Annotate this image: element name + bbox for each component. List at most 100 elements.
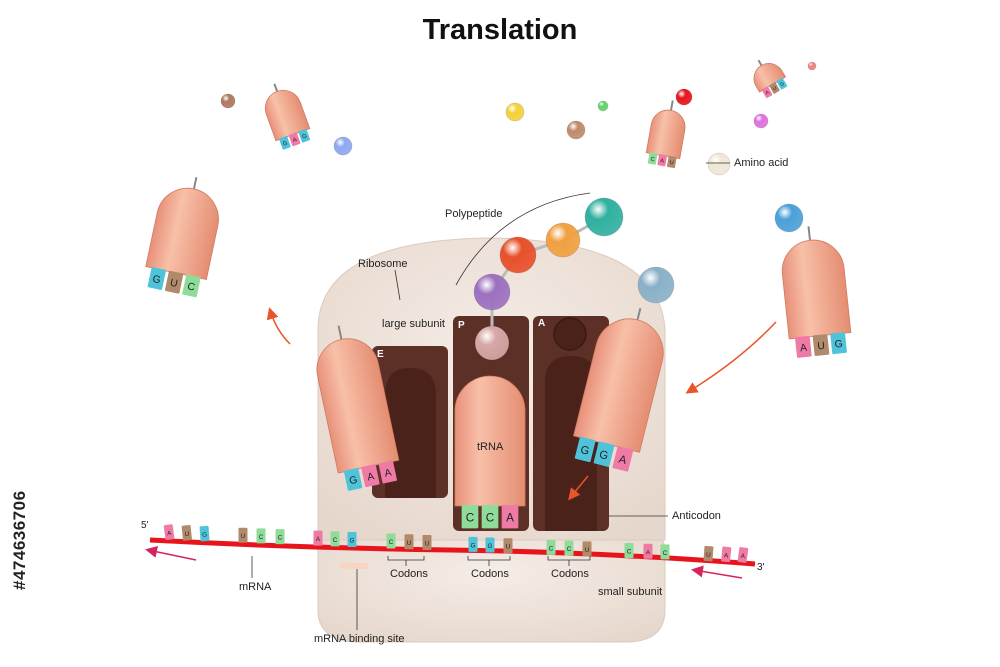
svg-text:C: C xyxy=(389,539,394,546)
codons-label-2: Codons xyxy=(471,568,509,580)
mrna-base: A xyxy=(643,543,653,559)
mrna-binding-site xyxy=(340,563,368,569)
svg-text:C: C xyxy=(627,549,632,556)
anticodon-base: A xyxy=(288,132,301,147)
anticodon-base: A xyxy=(501,505,519,529)
mrna-base: G xyxy=(347,532,357,548)
mrna-base: G xyxy=(199,525,210,542)
anticodon-base: A xyxy=(761,86,773,99)
anticodon-base: G xyxy=(343,467,363,491)
svg-text:G: G xyxy=(301,133,308,140)
anticodon-base: C xyxy=(182,274,201,298)
movement-arrow xyxy=(691,565,743,579)
mrna-base: C xyxy=(624,543,634,559)
svg-text:U: U xyxy=(772,85,778,92)
amino-acid-sphere xyxy=(637,266,675,304)
amino-acid-sphere xyxy=(597,100,609,112)
amino-acid-sphere xyxy=(807,61,817,71)
amino-acid-sphere xyxy=(505,102,525,122)
mrna-base: C xyxy=(256,528,266,544)
site-e-label: E xyxy=(377,349,384,360)
svg-text:G: G xyxy=(350,538,355,545)
svg-text:A: A xyxy=(316,536,321,543)
anticodon-base: A xyxy=(795,335,812,358)
movement-arrow xyxy=(266,307,291,345)
mrna-base: C xyxy=(564,540,574,556)
svg-text:U: U xyxy=(425,540,430,547)
svg-text:U: U xyxy=(817,341,826,353)
amino-acid-sphere xyxy=(220,93,236,109)
leader-lines xyxy=(251,162,730,630)
svg-text:G: G xyxy=(834,339,843,351)
anticodon-base: A xyxy=(361,464,380,488)
large-subunit-label: large subunit xyxy=(382,318,445,330)
mrna-base: U xyxy=(582,541,592,557)
anticodon-base: A xyxy=(378,460,397,484)
mrna-base: G xyxy=(485,537,495,553)
svg-text:A: A xyxy=(384,468,393,480)
svg-text:A: A xyxy=(292,137,298,144)
svg-text:A: A xyxy=(167,530,173,538)
amino-acid-sphere xyxy=(753,113,769,129)
site-p-label: P xyxy=(458,320,465,331)
page-title: Translation xyxy=(422,14,578,46)
mrna-base: U xyxy=(404,534,414,550)
site-a-label: A xyxy=(538,318,546,329)
svg-text:G: G xyxy=(151,274,161,286)
floating-trna: AUG xyxy=(753,59,788,99)
movement-arrow xyxy=(685,321,777,394)
svg-text:C: C xyxy=(650,156,655,163)
svg-text:G: G xyxy=(471,542,476,549)
svg-text:C: C xyxy=(663,550,668,557)
mrna-base: C xyxy=(386,533,396,549)
anticodon-base: U xyxy=(666,155,677,169)
svg-text:A: A xyxy=(617,454,628,468)
svg-text:U: U xyxy=(407,540,412,547)
anticodon-base: G xyxy=(574,436,596,463)
polypeptide-residue xyxy=(499,236,537,274)
mrna-base: C xyxy=(275,529,285,545)
svg-text:G: G xyxy=(579,444,590,458)
svg-text:A: A xyxy=(800,343,808,355)
mrna-strand xyxy=(149,537,756,567)
svg-text:A: A xyxy=(765,89,771,96)
polypeptide-residue xyxy=(584,197,624,237)
svg-text:A: A xyxy=(660,158,665,165)
mrna-base: U xyxy=(422,534,432,550)
svg-text:C: C xyxy=(186,281,196,293)
svg-text:G: G xyxy=(282,140,289,147)
codons-label-1: Codons xyxy=(390,568,428,580)
anticodon-base: C xyxy=(461,505,479,529)
svg-text:G: G xyxy=(488,543,493,550)
svg-text:C: C xyxy=(486,511,494,524)
polypeptide-residue xyxy=(474,325,510,361)
mrna-base: A xyxy=(737,547,749,563)
mrna-base: U xyxy=(703,545,714,562)
mrna-base: U xyxy=(238,527,248,543)
mrna-base: A xyxy=(163,524,175,541)
svg-text:C: C xyxy=(259,534,264,541)
anticodon-base: A xyxy=(657,154,668,167)
mrna-base: G xyxy=(468,536,478,552)
svg-text:G: G xyxy=(348,475,358,487)
movement-arrow xyxy=(568,475,589,501)
svg-text:U: U xyxy=(506,544,511,551)
ribosome-label: Ribosome xyxy=(358,258,408,270)
svg-text:C: C xyxy=(466,511,474,524)
svg-text:G: G xyxy=(202,531,207,538)
svg-text:U: U xyxy=(169,278,179,290)
anticodon-base: G xyxy=(830,332,847,355)
codons-label-3: Codons xyxy=(551,568,589,580)
amino-acid-sphere xyxy=(333,136,353,156)
mrna-label: mRNA xyxy=(239,581,272,593)
mrna-binding-site-label: mRNA binding site xyxy=(314,633,405,645)
small-subunit-label: small subunit xyxy=(598,586,663,598)
amino-acid-sphere xyxy=(774,203,804,233)
anticodon-base: C xyxy=(481,505,499,529)
svg-text:U: U xyxy=(669,160,674,167)
anticodon-base: U xyxy=(164,270,184,294)
svg-text:A: A xyxy=(366,471,375,483)
